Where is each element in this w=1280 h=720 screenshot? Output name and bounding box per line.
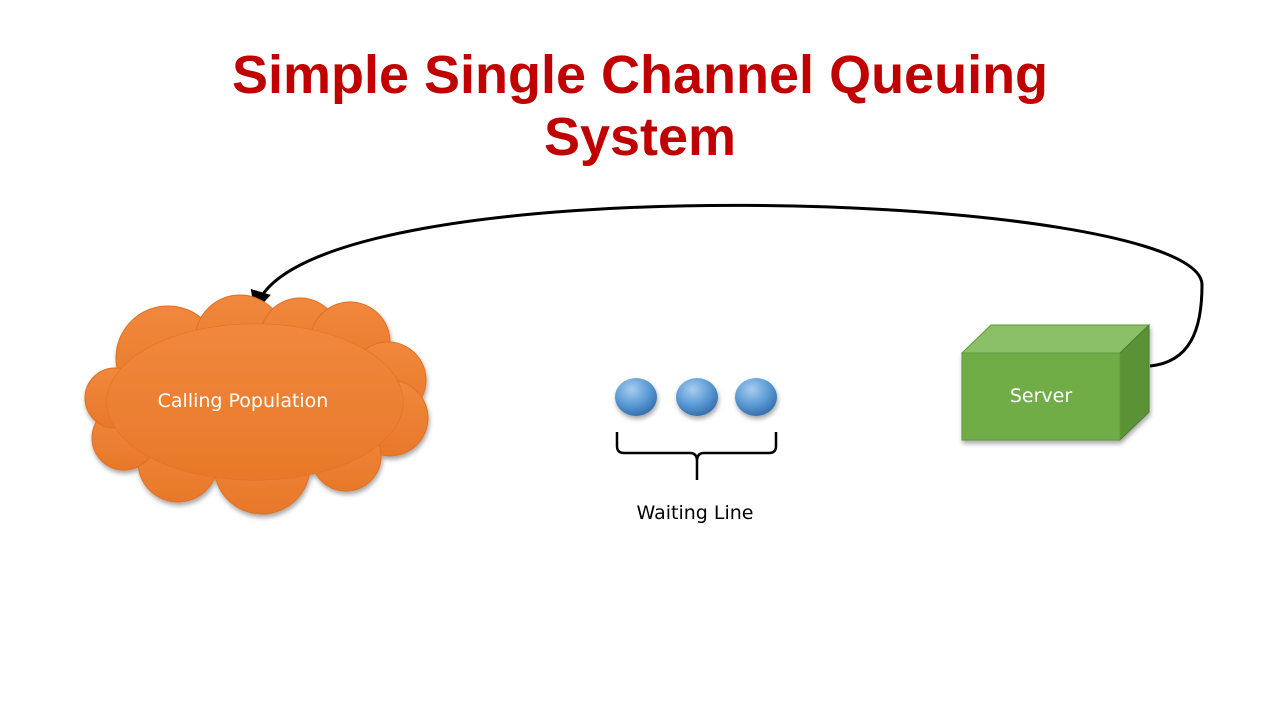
waiting-line-brace <box>615 432 778 480</box>
server-cube-top <box>960 324 1151 354</box>
calling-population-label: Calling Population <box>158 390 329 412</box>
customer-1 <box>615 378 657 416</box>
page-title: Simple Single Channel Queuing System <box>140 44 1140 168</box>
server-cube: Server <box>960 323 1151 442</box>
customer-3 <box>735 378 777 416</box>
server-label: Server <box>1010 385 1072 407</box>
calling-population-cloud: Calling Population <box>84 294 429 515</box>
title-line-1: Simple Single Channel Queuing <box>231 45 1049 105</box>
customer-2 <box>676 378 718 416</box>
waiting-line-customers <box>615 378 777 416</box>
waiting-line-label: Waiting Line <box>637 502 754 524</box>
return-flow-arrow <box>250 203 1204 368</box>
title-line-2: System <box>543 107 737 167</box>
server-cube-front <box>961 352 1121 441</box>
